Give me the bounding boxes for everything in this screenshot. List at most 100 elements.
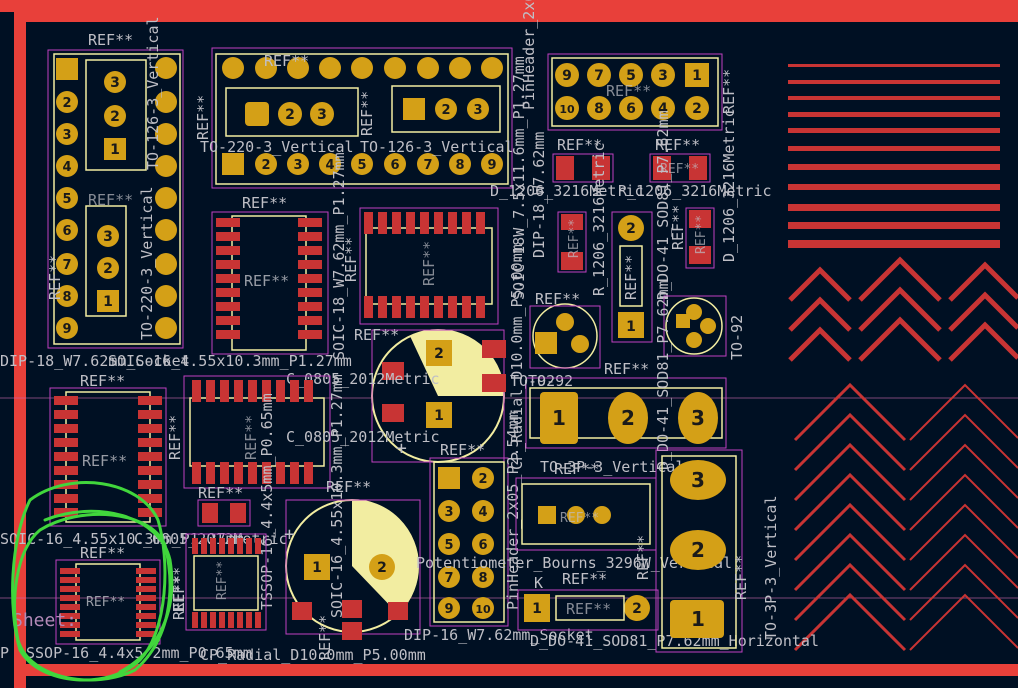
footprint-label: TO-220-3_Vertical <box>200 138 354 156</box>
footprint-to3p-horiz[interactable]: 1 2 3 REF** TO-3P-3_Vertical D_DO-41_SOD… <box>525 280 727 476</box>
polarity-mark: + <box>284 524 295 545</box>
pin-label: 7 <box>62 258 71 273</box>
footprint-label: TO-3P-3_Vertical <box>762 496 780 641</box>
footprint-label: CP_Radial_D10.0mm_P5.00mm <box>200 646 426 664</box>
footprint-label: SSOP-16_4.4x5.2mm_P0.65mm <box>26 644 252 662</box>
ref-designator: REF** <box>354 326 399 344</box>
pin-label: 8 <box>455 158 464 173</box>
footprint-pinheader-top[interactable]: 9 7 5 3 1 10 8 6 4 2 REF** REF** PinHead… <box>520 0 738 131</box>
annotation-circle <box>11 481 174 682</box>
footprint-label: P <box>0 644 9 662</box>
pin-label: 1 <box>312 560 322 576</box>
footprint-label: SOIC-16_4.55x10.3mm_P1.27mm <box>0 530 244 548</box>
pin-label: 5 <box>357 158 366 173</box>
pin-label: 2 <box>692 101 702 117</box>
ref-designator: REF** <box>669 205 687 250</box>
pin-label: 4 <box>62 160 71 175</box>
footprint-label: D_DO-41_SOD81_P7.62mm_Horizontal <box>530 632 819 650</box>
footprint-pinheader-vert[interactable]: 2 3 4 5 6 7 8 9 10 REF** PinHeader_2x05_… <box>429 411 522 627</box>
footprint-label: CP_Radial_D10.0mm_P5.00mm <box>508 244 526 470</box>
pin-label: 3 <box>293 158 302 173</box>
ref-designator: REF** <box>215 561 230 600</box>
pin-label: 3 <box>110 75 120 91</box>
pin-label: 2 <box>434 346 444 362</box>
ref-designator: REF** <box>562 570 607 588</box>
pin-label: 9 <box>444 602 453 617</box>
pin-label: 2 <box>285 107 295 123</box>
footprint-soic-a[interactable]: REF** REF** SOIC-18_W7.62mm_P1.27mm <box>211 152 348 360</box>
pin-label: 5 <box>62 192 71 207</box>
pin-label: 2 <box>62 96 71 111</box>
pin-label: 1 <box>110 142 120 158</box>
footprint-label: C_0805_2012Metric <box>286 370 440 388</box>
pin-label: 2 <box>691 538 705 562</box>
pin-label: 2 <box>110 109 120 125</box>
footprint-label: C_0805_2012Metric <box>286 428 440 446</box>
footprint-cp-radial-b[interactable]: 1 2 REF** + SOIC-16_4.55x10.3mm_P1.27mm … <box>284 374 421 660</box>
pin-label: 8 <box>62 290 71 305</box>
pin-label: 2 <box>103 261 113 277</box>
footprint-to3p-vert[interactable]: 3 2 1 TO-3P-3_Vertical REF** <box>655 449 780 653</box>
pin-label: 5 <box>626 68 636 84</box>
pin-label: 3 <box>473 103 482 118</box>
footprint-label: DIP-18_W7.62mm_Socket <box>0 352 190 370</box>
ref-designator: REF** <box>80 372 125 390</box>
pin-label: 1 <box>626 319 636 335</box>
footprint-r1206-vert[interactable]: REF** <box>557 211 587 273</box>
ref-designator: REF** <box>88 191 133 209</box>
footprint-r1206-a[interactable]: REF** REF** <box>649 136 711 183</box>
footprint-soic-d[interactable]: REF** REF** <box>166 375 331 489</box>
footprint-c0805-a[interactable]: REF** <box>197 484 251 527</box>
ref-designator: REF** <box>440 441 485 459</box>
ref-designator: REF** <box>342 237 360 282</box>
ref-designator: REF** <box>606 82 651 100</box>
ref-designator: REF** <box>420 241 438 286</box>
footprint-dip-top[interactable]: 2 3 4 5 6 7 8 9 2 3 2 3 REF** TO-220-3_V… <box>194 47 514 189</box>
pin-label: 1 <box>434 408 444 424</box>
ref-designator: REF** <box>694 215 709 254</box>
pin-label: 3 <box>658 68 668 84</box>
ref-designator: REF** <box>170 567 188 612</box>
footprint-cp-radial-a[interactable]: 2 1 REF** CP_Radial_D10.0mm_P5.00mm + <box>354 244 526 470</box>
footprint-label: TO-92 <box>728 315 746 360</box>
footprint-to92-b[interactable]: TO-92 <box>663 295 746 360</box>
pin-label: 1 <box>103 294 113 310</box>
ref-designator: REF** <box>554 460 599 478</box>
footprint-label: SOIC-18_W7.62mm_P1.27mm <box>330 152 348 360</box>
pin-label: 3 <box>317 107 327 123</box>
ref-designator: REF** <box>604 360 649 378</box>
footprint-tssop[interactable]: REF** REF** <box>170 533 267 631</box>
pin-label: 2 <box>377 560 387 576</box>
footprint-soic-b[interactable]: REF** REF** <box>342 207 499 325</box>
footprint-d1206-a[interactable]: REF** <box>552 136 614 183</box>
pin-label: 3 <box>62 128 71 143</box>
pin-label: 3 <box>691 468 705 492</box>
pin-label: 6 <box>62 224 71 239</box>
footprint-do41-horiz[interactable]: 1 2 K REF** REF** D_DO-41_SOD81_P7.62mm_… <box>517 570 819 650</box>
ref-designator: REF** <box>244 272 289 290</box>
pin-label: 3 <box>103 229 113 245</box>
footprint-d1206-vert[interactable]: REF** <box>685 207 715 269</box>
ref-designator: REF** <box>622 255 640 300</box>
footprint-label: D_1206_3216Metric <box>490 182 644 200</box>
footprint-do41-vert[interactable]: 2 1 D_DO-41_SOD81_P7.62mm REF** <box>611 110 672 343</box>
footprint-ssop[interactable]: REF** REF** REF** <box>55 544 188 645</box>
ref-designator: REF** <box>326 478 371 496</box>
pin-marker: K <box>534 574 543 592</box>
ref-designator: REF** <box>194 95 212 140</box>
footprint-label: TO-126-3_Vertical <box>144 16 162 170</box>
pin-label: 9 <box>487 158 496 173</box>
ref-designator: REF** <box>358 91 376 136</box>
footprint-label: D_1206_3216Metric <box>720 108 738 262</box>
footprint-potentiometer[interactable]: REF** REF** Potentiometer_Bourns_3296W_V… <box>416 460 732 580</box>
footprint-label: SOIC-16_4.55x10.3mm_P1.27mm <box>328 374 346 618</box>
footprint-dip18[interactable]: 2 3 4 5 6 7 8 9 3 2 1 3 2 1 REF** REF** <box>0 16 190 370</box>
pin-label: 7 <box>444 571 453 586</box>
footprint-label: TSSOP-16_4.4x5mm_P0.65mm <box>258 393 276 610</box>
ref-designator: REF** <box>88 31 133 49</box>
footprint-label: D_DO-41_SOD81_P7.62mm <box>654 280 672 470</box>
footprint-to92-a[interactable]: REF** TO-92 <box>528 290 601 390</box>
pin-label: 1 <box>692 68 702 84</box>
